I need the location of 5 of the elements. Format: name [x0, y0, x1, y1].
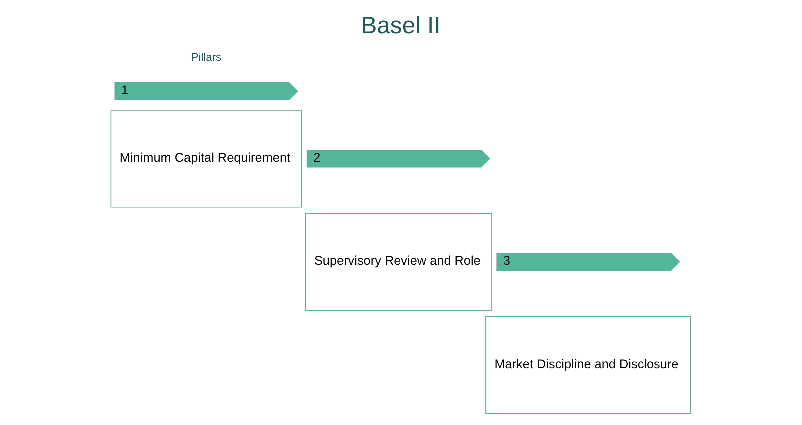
diagram-title: Basel II — [361, 12, 441, 40]
node-box: Minimum Capital Requirement — [110, 110, 302, 208]
node-box: Supervisory Review and Role — [305, 213, 492, 311]
node-box: Market Discipline and Disclosure — [486, 316, 692, 414]
label: Pillars — [191, 52, 222, 64]
